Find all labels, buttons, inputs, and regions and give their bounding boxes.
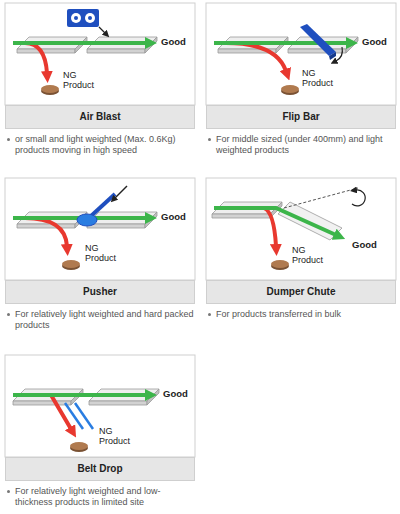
ng-label: NG Product [63,71,103,91]
good-label: Good [163,389,188,399]
description-row: For relatively light weighted and low-th… [5,486,195,509]
device-title: Flip Bar [206,105,396,129]
device-panel: PusherFor relatively light weighted and … [5,178,195,332]
device-title: Dumper Chute [206,280,396,304]
device-panel: Flip BarFor middle sized (under 400mm) a… [206,3,396,157]
figure-area [5,3,195,105]
ng-label: NG Product [99,427,139,447]
figure-area [206,3,396,105]
description-row: For products transferred in bulk [206,309,396,320]
device-panel: Dumper ChuteFor products transferred in … [206,178,396,320]
dumper-chute-figure [206,178,396,280]
device-panel: Air Blast or small and light weighted (Ma… [5,3,195,157]
ng-label: NG Product [302,69,342,89]
description-row: or small and light weighted (Max. 0.6Kg)… [5,134,195,157]
device-description: For middle sized (under 400mm) and light… [216,134,396,157]
device-description: For relatively light weighted and hard p… [15,309,195,332]
belt-drop-figure [5,355,195,457]
bullet-dot [7,138,10,141]
ng-label: NG Product [292,246,332,266]
pusher-figure [5,178,195,280]
bullet-dot [208,138,211,141]
description-row: For middle sized (under 400mm) and light… [206,134,396,157]
good-label: Good [161,37,186,47]
good-label: Good [161,212,186,222]
figure-area [5,178,195,280]
device-title: Pusher [5,280,195,304]
bullet-dot [208,313,211,316]
ng-label: NG Product [85,244,125,264]
device-title: Air Blast [5,105,195,129]
device-description: For products transferred in bulk [216,309,341,320]
description-row: For relatively light weighted and hard p… [5,309,195,332]
device-description: or small and light weighted (Max. 0.6Kg)… [15,134,195,157]
bullet-dot [7,313,10,316]
device-panel: Belt DropFor relatively light weighted a… [5,355,195,509]
good-label: Good [352,240,377,250]
device-title: Belt Drop [5,457,195,481]
good-label: Good [362,37,387,47]
flip-bar-figure [206,3,396,105]
device-description: For relatively light weighted and low-th… [15,486,195,509]
air-blast-figure [5,3,195,105]
bullet-dot [7,490,10,493]
